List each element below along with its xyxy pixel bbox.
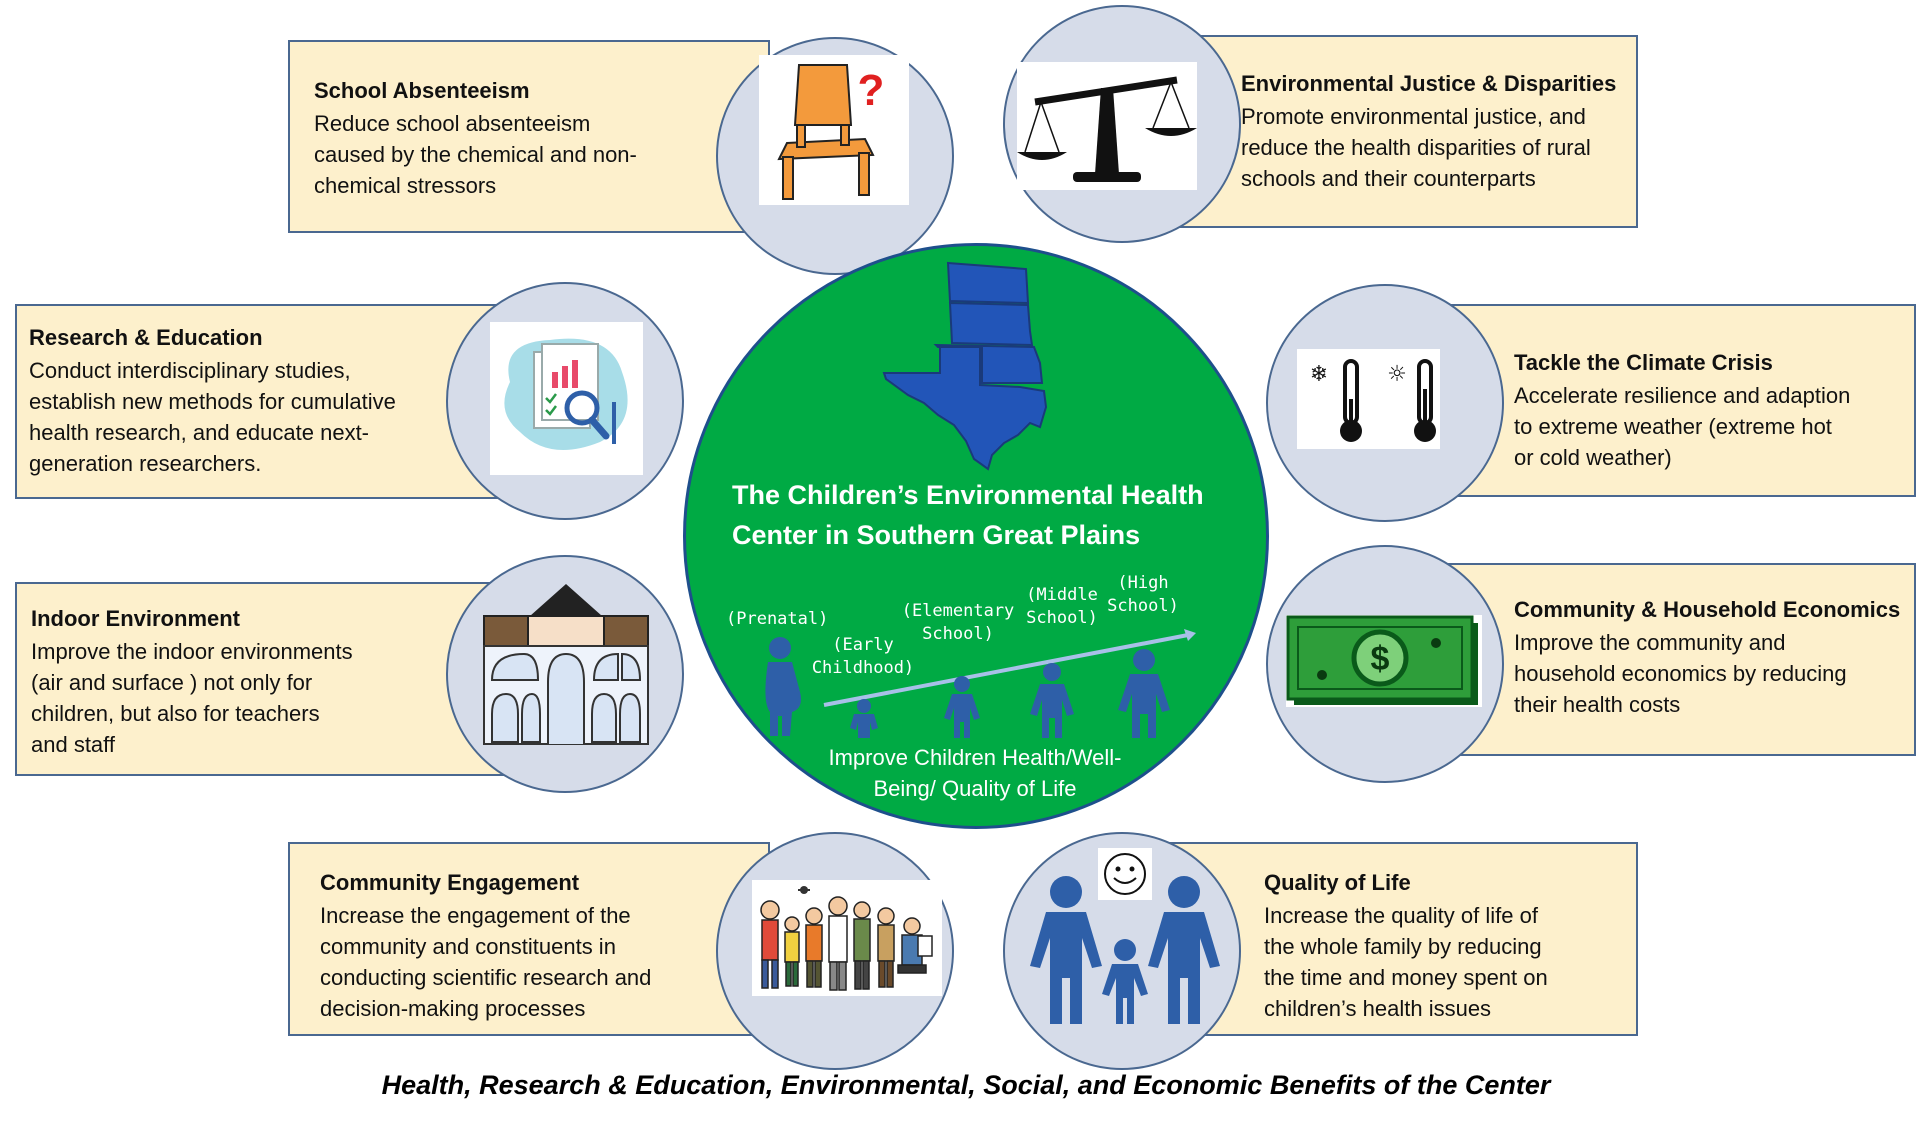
- benefit-title: Research & Education: [29, 325, 263, 350]
- benefit-title: School Absenteeism: [314, 78, 530, 103]
- benefit-title: Tackle the Climate Crisis: [1514, 350, 1773, 375]
- benefit-description: Improve the indoor environments(air and …: [31, 639, 353, 757]
- dollar-bill-icon: $: [1286, 615, 1482, 707]
- chair-question-icon: ?: [759, 55, 909, 205]
- benefit-box-indoor-environment: Indoor Environment Improve the indoor en…: [15, 582, 515, 776]
- center-title-line1: The Children’s Environmental Health: [732, 480, 1204, 510]
- growth-arrow: [823, 629, 1196, 707]
- svg-text:❄: ❄: [1310, 362, 1328, 387]
- school-building-icon: [478, 582, 654, 746]
- thermometers-icon: ❄ ☼: [1297, 349, 1440, 449]
- benefit-title: Community & Household Economics: [1514, 597, 1901, 622]
- scales-icon: [1017, 62, 1197, 190]
- southern-great-plains-map-icon: [882, 261, 1048, 471]
- benefit-box-community-engagement: Community Engagement Increase the engage…: [288, 842, 770, 1036]
- children-figures-icon: [765, 637, 1170, 738]
- figure-caption: Health, Research & Education, Environmen…: [381, 1070, 1551, 1100]
- family-smiley-icon: [1026, 848, 1226, 1028]
- benefit-title: Indoor Environment: [31, 606, 240, 631]
- benefit-title: Community Engagement: [320, 870, 580, 895]
- svg-text:?: ?: [858, 66, 885, 115]
- svg-text:$: $: [1371, 640, 1390, 678]
- benefit-title: Quality of Life: [1264, 870, 1411, 895]
- svg-text:☼: ☼: [1387, 362, 1407, 387]
- improve-health-label: Improve Children Health/Well-Being/ Qual…: [828, 745, 1122, 801]
- benefit-title: Environmental Justice & Disparities: [1241, 71, 1617, 96]
- benefit-box-environmental-justice: Environmental Justice & Disparities Prom…: [1160, 35, 1638, 228]
- stage-label-prenatal: (Prenatal): [726, 609, 829, 629]
- community-people-icon: [752, 880, 942, 996]
- center-title-line2: Center in Southern Great Plains: [732, 520, 1141, 550]
- benefit-description: Conduct interdisciplinary studies,establ…: [29, 358, 396, 476]
- benefit-box-school-absenteeism: School Absenteeism Reduce school absente…: [288, 40, 770, 233]
- benefit-box-research-education: Research & Education Conduct interdiscip…: [15, 304, 515, 499]
- research-document-icon: [490, 322, 643, 475]
